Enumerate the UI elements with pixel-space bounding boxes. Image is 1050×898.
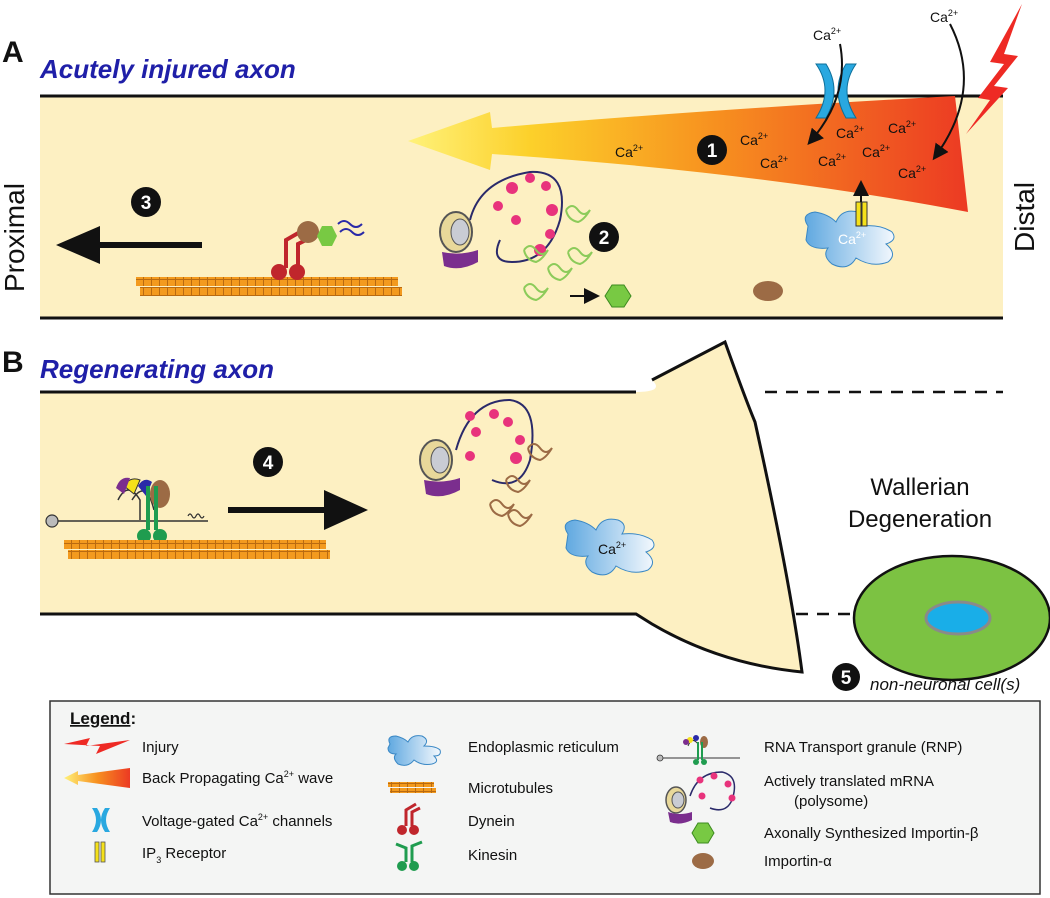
growth-cone (40, 339, 804, 674)
degenerating-axon-outline (765, 390, 1003, 616)
svg-text:Ca2+: Ca2+ (838, 230, 866, 247)
injury-calcium-label: Ca2+ (930, 8, 958, 25)
legend-box (49, 700, 1041, 895)
step-2-badge: 2 (589, 222, 619, 252)
wave-calcium-labels: Ca2+ Ca2+ Ca2+ Ca2+ Ca2+ Ca2+ Ca2+ Ca2+ (615, 119, 926, 181)
wallerian-label-line2: Degeneration (848, 506, 992, 533)
svg-text:5: 5 (841, 668, 852, 689)
legend-dynein: Dynein (468, 813, 515, 830)
legend-polysome-line2: (polysome) (794, 793, 868, 810)
legend-importin-alpha: Importin-α (764, 853, 832, 870)
microtubules-b-icon (64, 540, 330, 559)
non-neuronal-cell-icon (852, 554, 1050, 682)
legend-kinesin-icon (395, 840, 423, 871)
legend-polysome-icon (665, 771, 736, 824)
svg-text:Ca2+: Ca2+ (888, 119, 916, 136)
svg-text:1: 1 (707, 141, 718, 162)
panel-b-title: Regenerating axon (40, 354, 274, 384)
injury-icon (966, 4, 1022, 134)
legend-polysome-line1: Actively translated mRNA (764, 773, 934, 790)
svg-text:2: 2 (599, 228, 610, 249)
dynein-motor-icon (271, 220, 365, 280)
svg-text:3: 3 (141, 193, 152, 214)
legend-er: Endoplasmic reticulum (468, 739, 619, 756)
step-1-badge: 1 (697, 135, 727, 165)
legend-injury: Injury (142, 739, 179, 756)
importin-alpha-icon (753, 281, 783, 301)
legend-injury-icon (64, 738, 130, 754)
step-3-badge: 3 (131, 187, 161, 217)
legend-channel-icon (92, 808, 110, 832)
polysome-a-icon (439, 170, 563, 269)
legend-ip3-icon (94, 841, 106, 863)
distal-label: Distal (1009, 182, 1040, 252)
legend-importin-alpha-icon (692, 853, 714, 869)
step-4-badge: 4 (253, 447, 283, 477)
legend-dynein-icon (397, 802, 421, 835)
panel-b-letter: B (2, 346, 24, 379)
legend-microtubules: Microtubules (468, 780, 553, 797)
legend-ip3: IP3 Receptor (142, 845, 226, 865)
nascent-importin-beta-chains (523, 205, 593, 302)
retrograde-arrow (56, 226, 202, 264)
step-5-badge: 5 (832, 663, 860, 691)
channel-calcium-label: Ca2+ (813, 26, 841, 43)
panel-a-title: Acutely injured axon (39, 54, 296, 84)
channel-entry-arrow (807, 43, 843, 146)
svg-text:Ca2+: Ca2+ (760, 154, 788, 171)
rnp-granule-icon (45, 477, 208, 543)
svg-text:Ca2+: Ca2+ (740, 131, 768, 148)
legend-title: Legend: (70, 709, 136, 728)
legend-rnp: RNA Transport granule (RNP) (764, 739, 962, 756)
legend-vgcc: Voltage-gated Ca2+ channels (142, 812, 332, 830)
panel-a-letter: A (2, 36, 24, 69)
calcium-wave (408, 96, 968, 212)
legend-importin-beta-icon (691, 822, 715, 844)
svg-text:Ca2+: Ca2+ (818, 152, 846, 169)
legend-microtubules-icon (388, 782, 436, 793)
importin-beta-icon (604, 284, 632, 308)
polysome-b-icon (419, 398, 534, 497)
svg-text:Ca2+: Ca2+ (862, 143, 890, 160)
injury-entry-arrow (932, 23, 965, 161)
legend-rnp-icon (656, 735, 740, 765)
microtubules-a-icon (136, 277, 402, 296)
svg-text:Ca2+: Ca2+ (898, 164, 926, 181)
ip3-receptor-icon (855, 201, 868, 227)
wallerian-label-line1: Wallerian (870, 474, 969, 501)
proximal-label: Proximal (0, 183, 30, 292)
legend-back-prop: Back Propagating Ca2+ wave (142, 769, 333, 787)
anterograde-arrow (228, 490, 368, 530)
er-icon: Ca2+ (804, 210, 895, 268)
legend-kinesin: Kinesin (468, 847, 517, 864)
er-b-icon: Ca2+ (564, 518, 655, 576)
svg-text:Ca2+: Ca2+ (598, 540, 626, 557)
svg-text:Ca2+: Ca2+ (615, 143, 643, 160)
legend-er-icon (387, 735, 441, 766)
svg-text:Ca2+: Ca2+ (836, 124, 864, 141)
legend-wave-icon (64, 768, 130, 788)
legend-importin-beta: Axonally Synthesized Importin-β (764, 825, 979, 842)
svg-text:4: 4 (263, 453, 274, 474)
non-neuronal-label: non-neuronal cell(s) (870, 675, 1020, 694)
nascent-protein-chains-b (489, 443, 553, 528)
